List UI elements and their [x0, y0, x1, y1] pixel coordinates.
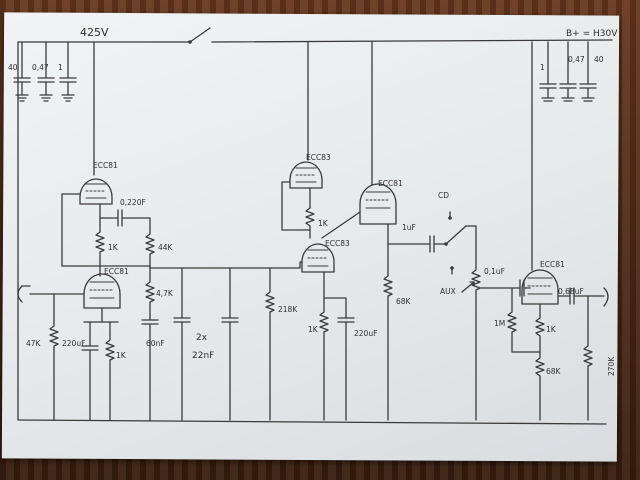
cap-0-1uf-label: 0,1uF — [484, 267, 505, 276]
cap-right-40: 40 — [594, 55, 604, 64]
bplus-label: B+ = H30V — [566, 29, 618, 39]
r-cathode-1k-label: 1K — [116, 351, 127, 360]
tube-v1-bottom-label: ECC81 — [104, 267, 129, 276]
r-44k-label: 44K — [158, 243, 174, 252]
r-v2-1k-bottom-label: 1K — [308, 325, 319, 334]
right-filter-capacitors — [539, 41, 597, 102]
coupling-cap-v1 — [99, 209, 151, 229]
cap-left-047: 0,47 — [32, 63, 49, 72]
cap-left-1: 1 — [58, 63, 63, 72]
left-filter-capacitors — [13, 41, 77, 102]
r-plate-1k-label: 1K — [108, 243, 119, 252]
tube-v1-bottom — [29, 261, 121, 323]
r-47k-label: 47K — [26, 339, 42, 348]
tube-v1-top — [61, 178, 113, 267]
r-1m-label: 1M — [494, 319, 505, 328]
pot-wiper-arrow — [461, 281, 475, 293]
source-selector-switch — [444, 211, 467, 275]
supply-rail — [17, 27, 613, 425]
supply-voltage-label: 425V — [80, 26, 109, 39]
tube-v3 — [321, 183, 397, 245]
cap-0-68uf-label: 0,68uF — [558, 287, 584, 296]
input-connector — [17, 285, 31, 303]
cap-1uf-label: 1uF — [402, 223, 416, 232]
r-68k-mid-label: 68K — [396, 297, 412, 306]
r-v4-1k-label: 1K — [546, 325, 557, 334]
cap-220uf-left-label: 220uF — [62, 339, 85, 348]
switch-aux-label: AUX — [440, 287, 456, 296]
cap-220uf-mid-label: 220uF — [354, 329, 377, 338]
cap-left-40: 40 — [8, 63, 18, 72]
tube-v2-bottom-label: ECC83 — [325, 239, 350, 248]
r-4-7k-label: 4,7K — [156, 289, 174, 298]
switch-cd-label: CD — [438, 191, 449, 200]
tube-v2-top-label: ECC83 — [306, 153, 331, 162]
cap-right-047: 0,47 — [568, 55, 585, 64]
tube-v1-top-label: ECC81 — [93, 161, 118, 170]
r-218k-label: 218K — [278, 305, 298, 314]
output-connector — [599, 287, 609, 307]
cap-22nf-label: 22nF — [192, 351, 214, 361]
tube-v2-top — [281, 161, 323, 231]
coupling-cap-label: 0,220F — [120, 198, 146, 207]
r-270k-label: 270K — [607, 356, 616, 376]
cap-right-1: 1 — [540, 63, 545, 72]
tube-v4-label: ECC81 — [540, 260, 565, 269]
cap-2x-label: 2x — [196, 333, 208, 343]
tube-v3-label: ECC81 — [378, 179, 403, 188]
cap-60nf-label: 60nF — [146, 339, 165, 348]
tube-v2-bottom — [299, 243, 335, 293]
tube-v4 — [521, 269, 601, 319]
r-v4-68k-label: 68K — [546, 367, 562, 376]
r-v2-1k-top-label: 1K — [318, 219, 329, 228]
